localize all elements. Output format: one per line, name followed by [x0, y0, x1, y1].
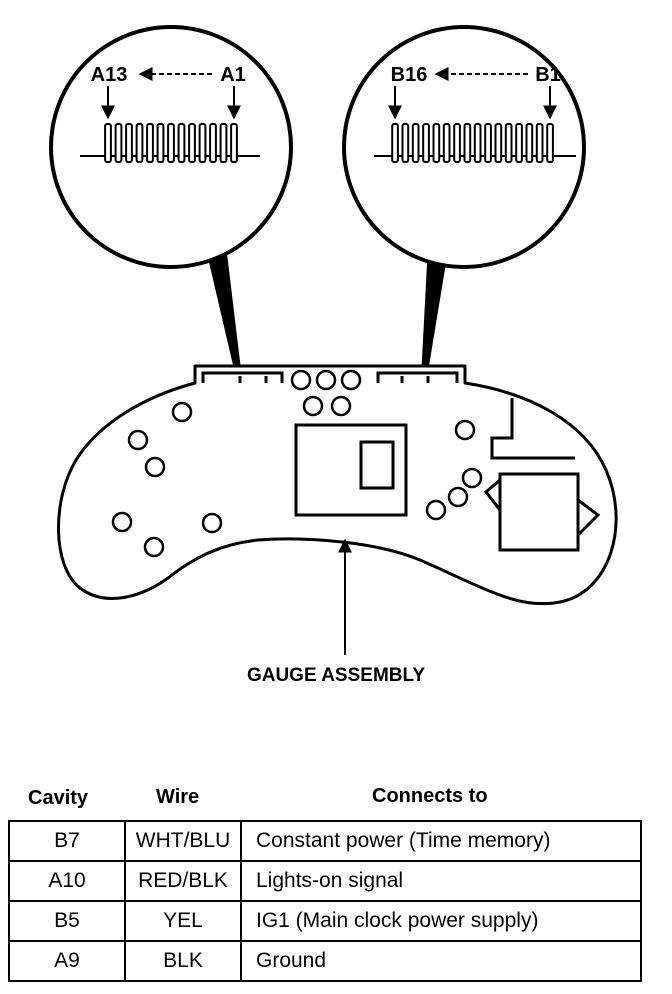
connector-pin [453, 123, 461, 163]
gauge-assembly-body [57, 364, 618, 606]
connector-b-callout: B16 B1 [342, 25, 586, 269]
connector-pin [515, 123, 523, 163]
wire-cell: BLK [124, 940, 242, 982]
connector-pin [401, 123, 410, 163]
table-row: A9 BLK Ground [8, 940, 642, 982]
connector-pin [156, 123, 165, 163]
connector-pin [219, 123, 228, 163]
connector-pin [146, 123, 154, 163]
wire-cell: YEL [124, 900, 242, 942]
table-row: B5 YEL IG1 (Main clock power supply) [8, 900, 642, 942]
connector-pin [167, 123, 175, 163]
gauge-assembly-diagram: A13 A1 B16 B1 GAUGE ASSEMBLY [49, 25, 618, 686]
connector-table: B7 WHT/BLU Constant power (Time memory) … [8, 820, 642, 982]
cavity-cell: B5 [8, 900, 126, 942]
cavity-cell: A10 [8, 860, 126, 902]
connector-pin [535, 123, 544, 163]
connector-b-start-label: B1 [535, 64, 561, 86]
center-module-window [359, 440, 395, 490]
right-upper-module [490, 398, 575, 460]
connector-pin [432, 123, 441, 163]
wire-cell: WHT/BLU [124, 820, 242, 862]
connector-pin [135, 123, 144, 163]
wire-cell: RED/BLK [124, 860, 242, 902]
connects-to-cell: IG1 (Main clock power supply) [240, 900, 642, 942]
mounting-holes [111, 369, 483, 558]
connector-pin [411, 123, 420, 163]
connector-pin [504, 123, 513, 163]
connector-a-start-label: A1 [220, 64, 246, 86]
connector-pin [494, 123, 503, 163]
connector-pin [104, 123, 112, 163]
connector-pin [442, 123, 451, 163]
connector-pin [198, 123, 207, 163]
connector-a-end-label: A13 [91, 64, 128, 86]
header-wire: Wire [156, 786, 200, 808]
connector-pin [209, 123, 217, 163]
connector-pin [177, 123, 186, 163]
cavity-cell: A9 [8, 940, 126, 982]
connector-pin [125, 123, 133, 163]
connector-a-callout: A13 A1 [49, 25, 293, 269]
connector-pin [422, 123, 430, 163]
table-row: A10 RED/BLK Lights-on signal [8, 860, 642, 902]
cavity-cell: B7 [8, 820, 126, 862]
connector-pin [463, 123, 472, 163]
connects-to-cell: Ground [240, 940, 642, 982]
table-row: B7 WHT/BLU Constant power (Time memory) [8, 820, 642, 862]
connects-to-cell: Lights-on signal [240, 860, 642, 902]
right-lower-module [498, 472, 580, 552]
connector-pin [484, 123, 492, 163]
connector-b-end-label: B16 [391, 64, 428, 86]
connector-pin [391, 123, 399, 163]
gauge-assembly-label: GAUGE ASSEMBLY [247, 665, 425, 686]
connector-pin [230, 123, 238, 163]
connector-pin [546, 123, 554, 163]
header-connects-to: Connects to [372, 785, 488, 807]
connector-b-pins [391, 123, 554, 163]
callout-pointer-a [205, 245, 242, 378]
connector-a-socket [201, 371, 284, 383]
connects-to-cell: Constant power (Time memory) [240, 820, 642, 862]
connector-pin [473, 123, 482, 163]
connector-pin [114, 123, 123, 163]
connector-b-socket [376, 371, 459, 383]
connector-pin [525, 123, 534, 163]
connector-a-pins [104, 123, 238, 163]
callout-pointer-b [421, 245, 449, 378]
header-cavity: Cavity [28, 787, 89, 809]
connector-pin [188, 123, 196, 163]
